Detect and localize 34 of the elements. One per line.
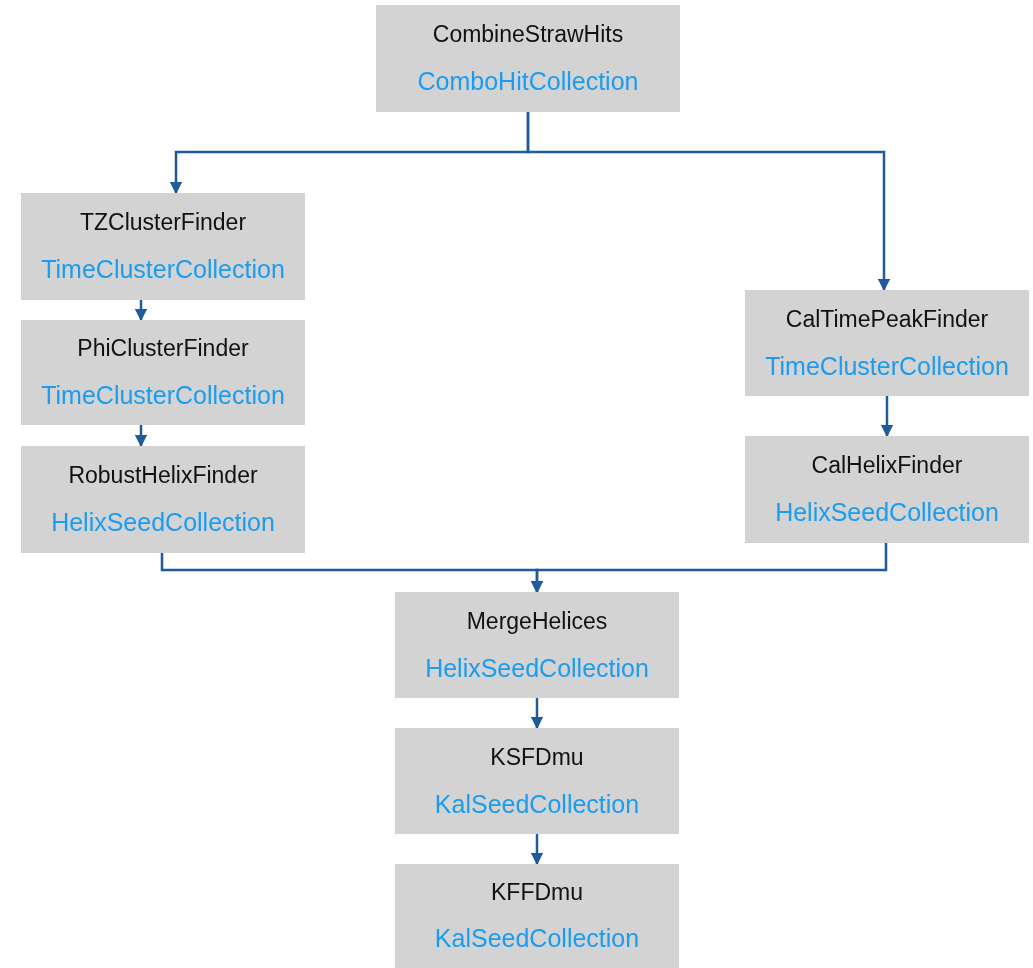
collection-name: KalSeedCollection [434, 924, 640, 953]
process-box [21, 193, 305, 300]
arrow [134, 300, 148, 322]
module-name: KSFDmu [490, 743, 584, 771]
collection-name: KalSeedCollection [434, 789, 640, 819]
process-box [376, 5, 680, 112]
arrow [530, 543, 888, 594]
arrow [526, 112, 891, 292]
process-box [745, 436, 1029, 543]
module-name: PhiClusterFinder [77, 335, 249, 363]
collection-name: TimeClusterCollection [41, 255, 285, 285]
collection-name: HelixSeedCollection [425, 653, 649, 683]
module-name: CalTimePeakFinder [785, 305, 989, 333]
module-name: CalHelixFinder [811, 451, 963, 479]
arrow [880, 396, 894, 438]
arrow [530, 834, 544, 866]
process-box [21, 446, 305, 553]
process-box [395, 864, 679, 968]
process-box [395, 592, 679, 698]
module-name: MergeHelices [466, 607, 608, 635]
module-name: CombineStrawHits [432, 20, 624, 48]
process-box [745, 290, 1029, 396]
collection-name: ComboHitCollection [417, 67, 639, 97]
module-name: RobustHelixFinder [68, 461, 258, 489]
collection-name: HelixSeedCollection [51, 508, 275, 538]
process-box [21, 320, 305, 425]
module-name: TZClusterFinder [79, 208, 247, 236]
module-name: KFFDmu [491, 879, 583, 906]
collection-name: HelixSeedCollection [775, 498, 999, 528]
collection-name: TimeClusterCollection [41, 380, 285, 410]
process-box [395, 728, 679, 834]
collection-name: TimeClusterCollection [765, 351, 1009, 381]
arrow [530, 698, 544, 730]
arrow [134, 425, 148, 448]
